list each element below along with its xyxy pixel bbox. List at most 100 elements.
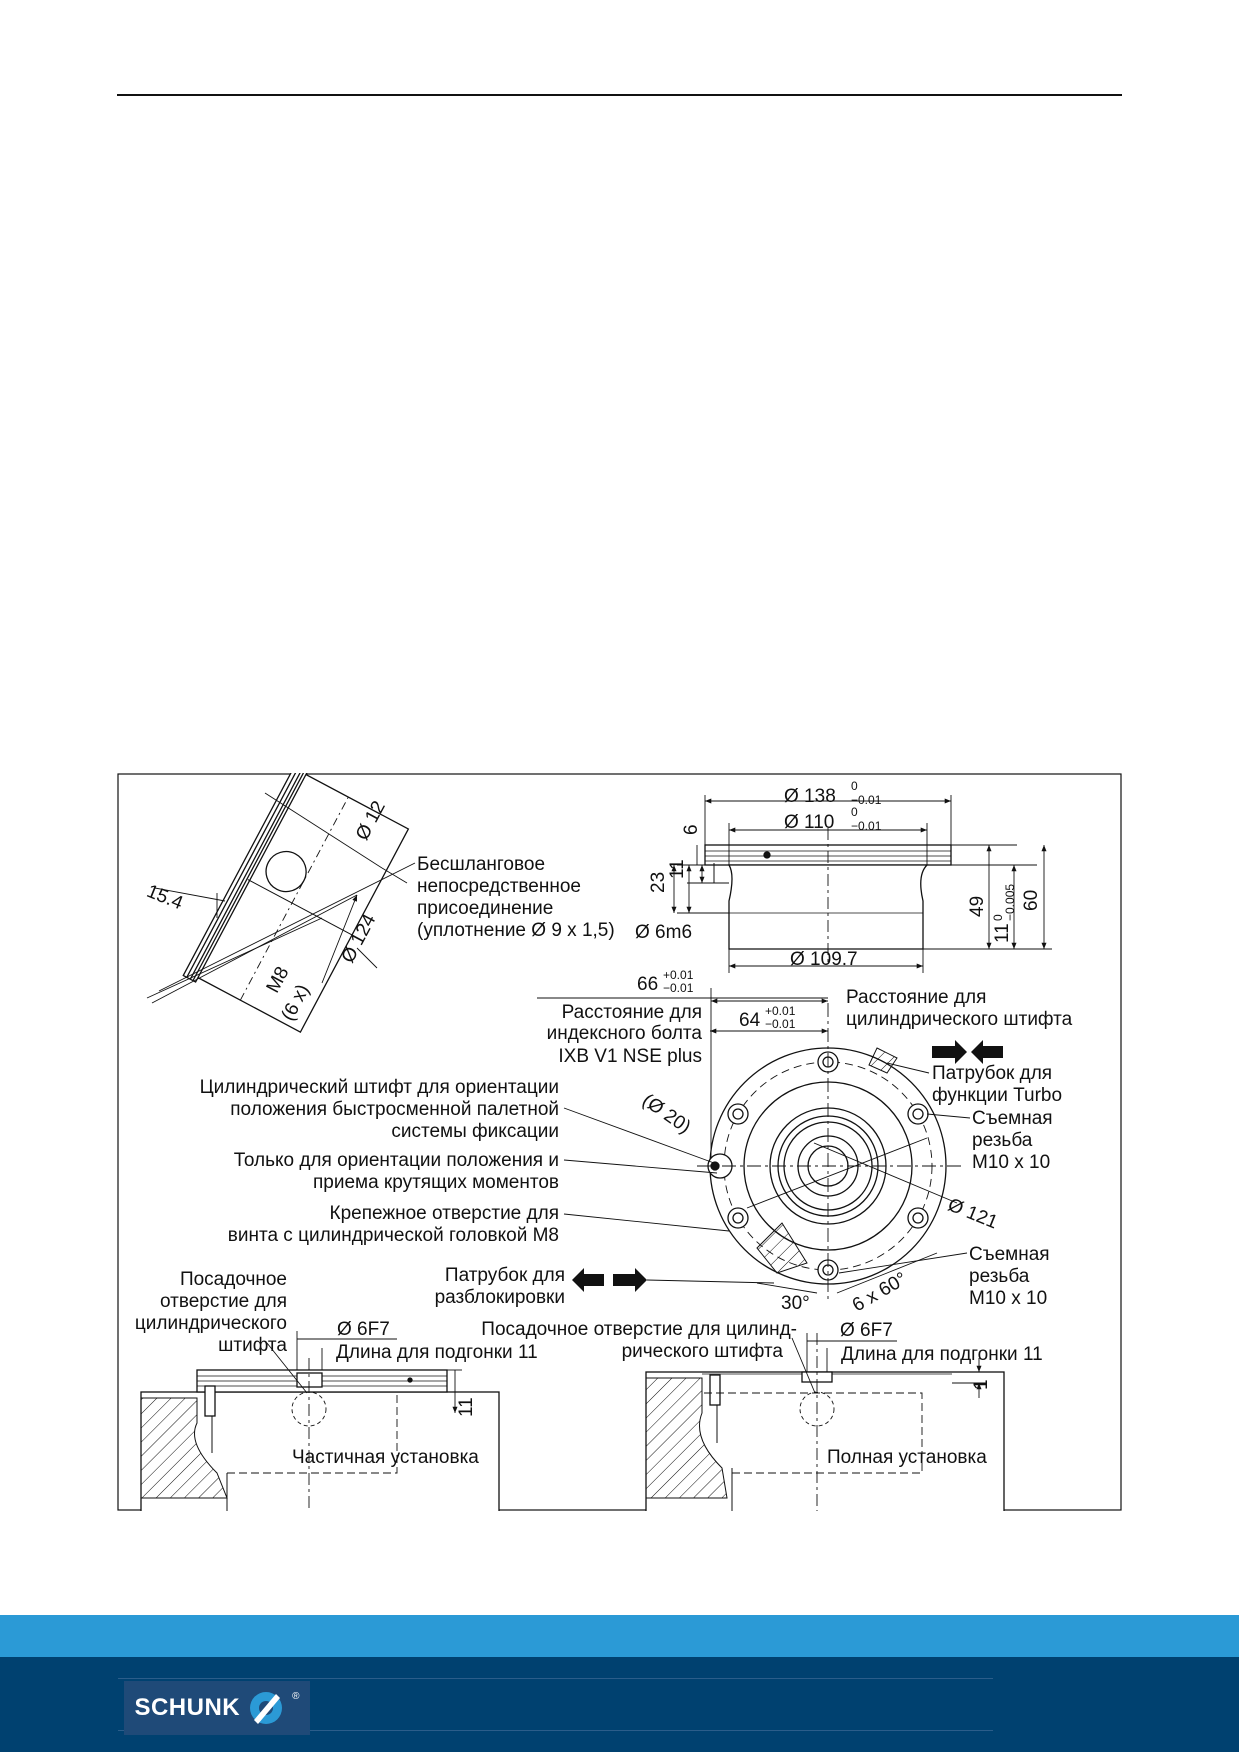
full-install-label: Полная установка: [827, 1447, 987, 1468]
svg-text:−0.005: −0.005: [1003, 884, 1017, 921]
mount-hole-callout: Крепежное отверстие для винта с цилиндри…: [228, 1203, 730, 1246]
d138-dim: Ø 138 0 −0.01: [784, 779, 882, 807]
v15-4-label: 15.4: [144, 881, 187, 914]
side-view: [704, 828, 952, 963]
logo-text: SCHUNK: [134, 1694, 241, 1721]
svg-text:−0.01: −0.01: [851, 819, 882, 833]
plan-view: [697, 1003, 962, 1303]
svg-text:+0.01: +0.01: [663, 968, 694, 982]
svg-text:0: 0: [991, 914, 1005, 921]
v11-tol-dim: 11 0 −0.005: [991, 884, 1017, 943]
svg-text:рического штифта: рического штифта: [622, 1341, 784, 1362]
v64-dim: 64 +0.01 −0.01: [739, 1004, 796, 1031]
svg-text:0: 0: [851, 805, 858, 819]
seat-hole-left-callout: Посадочное отверстие для цилиндрического…: [135, 1269, 288, 1356]
logo-swirl-icon: [250, 1692, 283, 1724]
d6f7-right-label: Ø 6F7: [840, 1320, 893, 1341]
unlock-callout: Патрубок для разблокировки: [435, 1265, 775, 1308]
svg-text:M10 x 10: M10 x 10: [969, 1288, 1047, 1309]
svg-text:64: 64: [739, 1010, 761, 1031]
removable-thread-top-callout: Съемная резьба M10 x 10: [926, 1108, 1053, 1173]
turbo-callout: Патрубок для функции Turbo: [886, 1040, 1062, 1106]
svg-text:Съемная: Съемная: [972, 1108, 1053, 1129]
full-dim-lines: [791, 1333, 987, 1398]
svg-text:0: 0: [851, 779, 858, 793]
arrow-right-icon: [613, 1268, 647, 1292]
svg-text:+0.01: +0.01: [765, 1004, 796, 1018]
svg-text:резьба: резьба: [969, 1266, 1030, 1287]
v49-label: 49: [967, 896, 988, 917]
arrow-left-icon: [971, 1040, 1003, 1064]
svg-text:Съемная: Съемная: [969, 1244, 1050, 1265]
d6f7-left-label: Ø 6F7: [337, 1319, 390, 1340]
svg-text:Посадочное отверстие для цилин: Посадочное отверстие для цилинд-: [481, 1319, 797, 1340]
svg-text:Только для ориентации положени: Только для ориентации положения и: [234, 1150, 559, 1171]
full-install-view: [645, 1333, 1005, 1511]
svg-text:Расстояние для: Расстояние для: [562, 1002, 702, 1023]
index-bolt-callout: Расстояние для индексного болта IXB V1 N…: [547, 1002, 703, 1067]
svg-text:приема крутящих моментов: приема крутящих моментов: [313, 1172, 559, 1193]
d20-label: (Ø 20): [638, 1090, 694, 1138]
drawing-frame: [117, 773, 1122, 1511]
svg-text:системы фиксации: системы фиксации: [391, 1121, 559, 1142]
v60-label: 60: [1021, 890, 1042, 911]
d6m6-label: Ø 6m6: [635, 922, 692, 943]
fit-length-right-label: Длина для подгонки 11: [841, 1344, 1043, 1365]
schunk-logo: SCHUNK ®: [124, 1681, 310, 1735]
fit-length-left-label: Длина для подгонки 11: [336, 1342, 538, 1363]
plan-dim-lines: [537, 988, 958, 1294]
isometric-view: [146, 773, 410, 1033]
svg-text:−0.01: −0.01: [851, 793, 882, 807]
svg-text:цилиндрического штифта: цилиндрического штифта: [846, 1009, 1073, 1030]
svg-text:Посадочное: Посадочное: [180, 1269, 287, 1290]
v30-label: 30°: [781, 1293, 810, 1314]
hoseless-callout: Бесшланговое непосредственное присоедине…: [158, 854, 615, 992]
svg-text:штифта: штифта: [218, 1335, 287, 1356]
arrow-right-icon: [932, 1040, 967, 1064]
d110-dim: Ø 110 0 −0.01: [784, 805, 882, 833]
footer-top-band: [0, 1615, 1239, 1657]
svg-text:цилиндрического: цилиндрического: [135, 1313, 287, 1334]
svg-text:Цилиндрический штифт для ориен: Цилиндрический штифт для ориентации: [200, 1077, 559, 1098]
v6-label: 6: [681, 824, 702, 835]
svg-text:индексного болта: индексного болта: [547, 1023, 703, 1044]
svg-text:(уплотнение Ø 9 x 1,5): (уплотнение Ø 9 x 1,5): [417, 920, 615, 941]
svg-text:66: 66: [637, 974, 658, 995]
side-dim-lines: [671, 795, 1052, 973]
partial-install-label: Частичная установка: [292, 1447, 479, 1468]
svg-text:положения быстросменной палетн: положения быстросменной палетной: [230, 1099, 559, 1120]
svg-text:Крепежное отверстие для: Крепежное отверстие для: [330, 1203, 559, 1224]
svg-text:−0.01: −0.01: [765, 1017, 796, 1031]
header-rule: [117, 94, 1122, 96]
svg-text:IXB V1 NSE plus: IXB V1 NSE plus: [558, 1046, 702, 1067]
technical-drawing: Ø 12 Ø 124 15.4 M8 (6 x) Бесшланговое не…: [117, 773, 1122, 1511]
only-orient-callout: Только для ориентации положения и приема…: [234, 1150, 718, 1193]
svg-text:винта с цилиндрической головко: винта с цилиндрической головкой M8: [228, 1225, 559, 1246]
seat-hole-right-callout: Посадочное отверстие для цилинд- рическо…: [481, 1319, 797, 1362]
removable-thread-bottom-callout: Съемная резьба M10 x 10: [838, 1244, 1050, 1309]
svg-text:11: 11: [992, 923, 1013, 943]
svg-text:Расстояние для: Расстояние для: [846, 987, 986, 1008]
arrow-left-icon: [572, 1268, 604, 1292]
d109-7-label: Ø 109.7: [790, 949, 858, 970]
v23-label: 23: [648, 872, 669, 893]
partial-install-view: [140, 1358, 500, 1511]
svg-text:M10 x 10: M10 x 10: [972, 1152, 1050, 1173]
svg-text:Ø 138: Ø 138: [784, 786, 836, 807]
d121-label: Ø 121: [945, 1195, 1001, 1234]
v1-right-label: 1: [971, 1379, 992, 1390]
cyl-pin-orient-callout: Цилиндрический штифт для ориентации поло…: [200, 1077, 715, 1164]
footer-line: [118, 1730, 993, 1731]
svg-text:разблокировки: разблокировки: [435, 1287, 565, 1308]
svg-text:отверстие для: отверстие для: [160, 1291, 287, 1312]
footer-line: [118, 1678, 993, 1679]
v66-dim: 66 +0.01 −0.01: [637, 968, 694, 995]
svg-text:Патрубок для: Патрубок для: [445, 1265, 565, 1286]
svg-text:присоединение: присоединение: [417, 898, 553, 919]
svg-text:непосредственное: непосредственное: [417, 876, 581, 897]
svg-text:функции Turbo: функции Turbo: [932, 1085, 1062, 1106]
footer: SCHUNK ®: [0, 1615, 1239, 1752]
svg-text:−0.01: −0.01: [663, 981, 694, 995]
svg-text:резьба: резьба: [972, 1130, 1033, 1151]
registered-mark: ®: [292, 1691, 300, 1702]
